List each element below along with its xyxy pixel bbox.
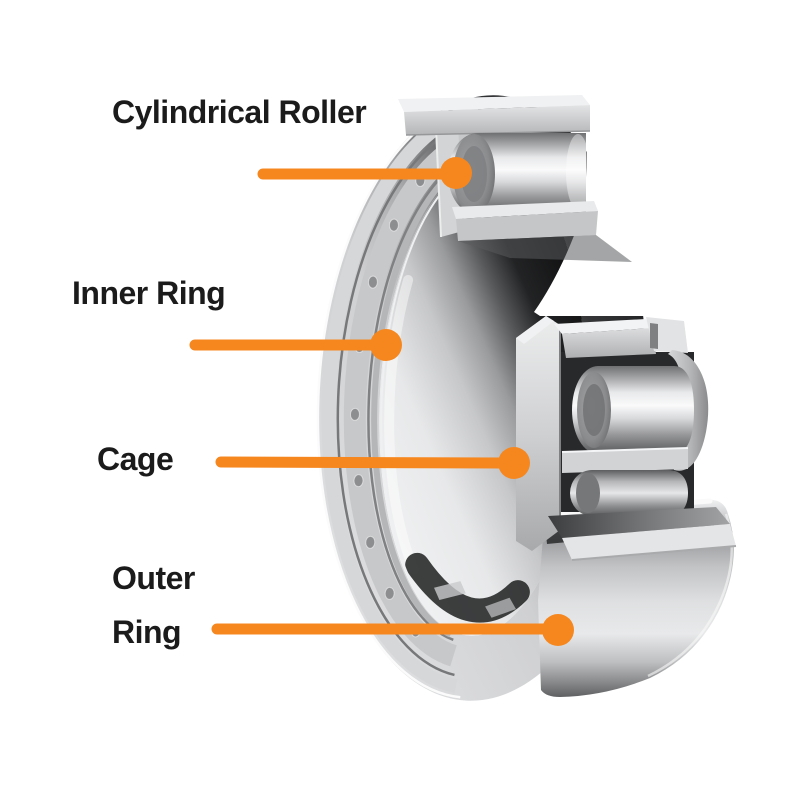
label-outer-ring: Outer Ring xyxy=(112,560,195,650)
dot-cage xyxy=(498,447,530,479)
cutaway-roller-lower xyxy=(570,470,688,516)
dot-inner-ring xyxy=(370,329,402,361)
top-roller-assembly xyxy=(398,95,632,262)
cage-side-wall xyxy=(516,316,560,551)
annotation-arrows xyxy=(189,157,574,646)
cage-cutaway-assembly xyxy=(516,316,737,561)
dot-cylindrical-roller xyxy=(440,157,472,189)
label-cage: Cage xyxy=(97,441,174,477)
dot-outer-ring xyxy=(542,614,574,646)
label-cylindrical-roller: Cylindrical Roller xyxy=(112,94,367,130)
label-inner-ring: Inner Ring xyxy=(72,275,226,311)
arrow-cage xyxy=(215,456,508,469)
